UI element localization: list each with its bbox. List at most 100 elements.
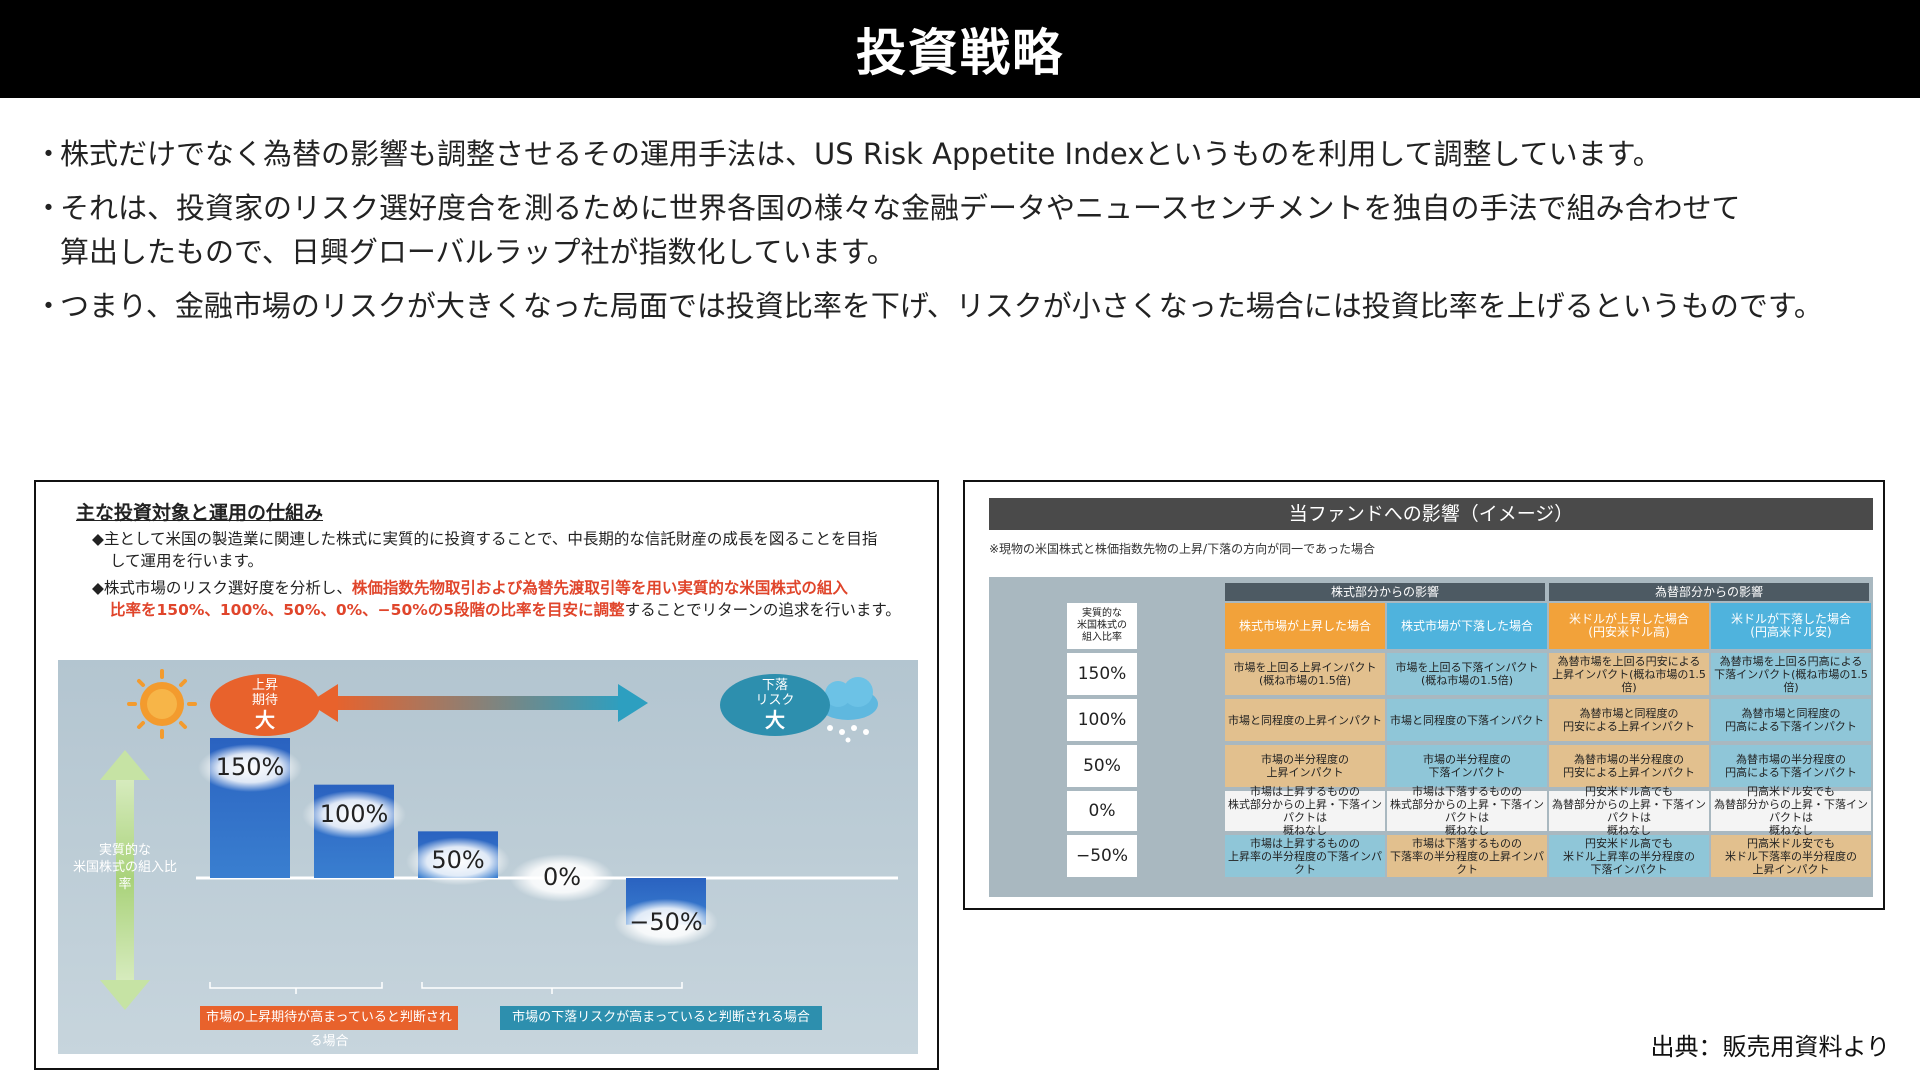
bars-group [198,738,718,947]
cell-text-line: 株式部分からの上昇・下落インパクトは [1390,798,1544,824]
impact-cell: 為替市場を上回る円安による上昇インパクト(概ね市場の1.5倍) [1549,653,1709,695]
bullet-text: 算出したもので、日興グローバルラップ社が指数化しています。 [60,235,896,269]
source-note: 出典：販売用資料より [1650,1033,1890,1061]
sun-icon [127,669,197,739]
bracket-lines [209,982,683,994]
cell-text-line: 米ドルが上昇した場合 [1568,612,1689,626]
cell-text-line: 市場は下落するものの [1412,836,1522,850]
impact-table-note: ※現物の米国株式と株価指数先物の上昇/下落の方向が同一であった場合 [989,542,1375,556]
cell-text-line: 下落率の半分程度の上昇インパクト [1390,849,1544,876]
impact-cell: 市場は下落するものの株式部分からの上昇・下落インパクトは概ねなし [1387,785,1547,837]
investment-mechanism-panel: 主な投資対象と運用の仕組み ◆主として米国の製造業に関連した株式に実質的に投資す… [34,480,939,1070]
cell-text-line: 概ねなし [1283,824,1327,837]
impact-cell: 為替市場の半分程度の円高による下落インパクト [1711,745,1871,787]
downside-band-label: 市場の下落リスクが高まっていると判断される場合 [500,1006,822,1030]
cell-text-line: 上昇インパクト [1752,862,1830,876]
description-line: 比率を150%、100%、50%、0%、−50%の5段階の比率を目安に調整するこ… [110,599,930,621]
bar-label-glow [614,898,718,947]
cell-text-line: 円安米ドル高でも [1585,836,1673,850]
cell-text-line: 円安による上昇インパクト [1563,720,1695,733]
impact-cell: 市場を上回る上昇インパクト(概ね市場の1.5倍) [1225,653,1385,695]
row-percentage: 100% [1067,699,1137,741]
description-text: ◆株式市場のリスク選好度を分析し、 [92,579,352,597]
cell-text-line: −50% [1075,845,1129,866]
column-header: 米ドルが上昇した場合(円安米ドル高) [1549,603,1709,649]
risk-arrow-right-head [618,684,648,722]
impact-cell: 円高米ドル安でも為替部分からの上昇・下落インパクトは概ねなし [1711,785,1871,837]
cell-text-line: 為替部分からの影響 [1654,584,1763,599]
cell-text-line: 下落インパクト(概ね市場の1.5倍) [1714,667,1868,694]
bullet-item: ・ つまり、金融市場のリスクが大きくなった局面では投資比率を下げ、リスクが小さく… [34,284,1894,328]
cell-text-line: 円安米ドル高でも [1585,785,1673,798]
cell-text-line: 米ドルが下落した場合 [1730,612,1851,626]
bracket-right [421,982,683,994]
vertical-double-arrow [100,750,150,1010]
cell-text-line: 為替部分からの上昇・下落インパクトは [1552,798,1706,824]
highlight-text: 株価指数先物取引および為替先渡取引等を用い実質的な米国株式の組入 [351,579,848,597]
bar-label-glow [198,744,302,792]
cell-text-line: 為替市場を上回る円安による [1557,654,1701,668]
allocation-chart: 上昇 期待 大 下落 リスク 大 実質的な 米国株式の組入比率 150%100%… [58,660,918,1054]
bar-value-label: 150% [215,753,285,781]
cell-text-line: 円高米ドル安でも [1747,785,1835,798]
impact-cell: 市場と同程度の上昇インパクト [1225,699,1385,741]
bar-value-label: 0% [542,863,582,891]
impact-cell: 円安米ドル高でも米ドル上昇率の半分程度の下落インパクト [1549,835,1709,877]
impact-cell: 円高米ドル安でも米ドル下落率の半分程度の上昇インパクト [1711,835,1871,877]
downside-risk-bubble: 下落 リスク 大 [720,674,830,736]
corner-header: 実質的な米国株式の組入比率 [1067,603,1137,649]
cell-text-line: 為替市場を上回る円高による [1719,654,1863,668]
chart-svg [100,669,898,1010]
group-header-stock: 株式部分からの影響 [1225,583,1545,601]
impact-cell: 為替市場を上回る円高による下落インパクト(概ね市場の1.5倍) [1711,653,1871,695]
cell-text-line: (円高米ドル安) [1750,625,1832,639]
impact-cell: 為替市場の半分程度の円安による上昇インパクト [1549,745,1709,787]
impact-cell: 為替市場と同程度の円安による上昇インパクト [1549,699,1709,741]
cell-text-line: 概ねなし [1769,824,1813,837]
cell-text-line: 市場の半分程度の [1423,753,1511,766]
impact-table-grid: 株式部分からの影響 為替部分からの影響実質的な米国株式の組入比率 株式市場が上昇した… [989,577,1873,897]
rain-cloud-icon [818,677,878,743]
bullet-item-continuation: 算出したもので、日興グローバルラップ社が指数化しています。 [34,230,1894,274]
column-header: 株式市場が上昇した場合 [1225,603,1385,649]
cell-text-line: 米国株式の [1077,620,1127,631]
column-header: 株式市場が下落した場合 [1387,603,1547,649]
impact-cell: 市場は下落するものの下落率の半分程度の上昇インパクト [1387,835,1547,877]
bullet-marker: ・ [34,289,64,323]
risk-arrow-shaft [333,696,623,710]
cell-text-line: 下落インパクト [1428,766,1506,779]
impact-cell: 市場は上昇するものの株式部分からの上昇・下落インパクトは概ねなし [1225,785,1385,837]
title-bar: 投資戦略 [0,0,1920,98]
bullet-text: それは、投資家のリスク選好度合を測るために世界各国の様々な金融データやニュースセ… [60,191,1741,225]
cell-text-line: 株式市場が下落した場合 [1400,618,1533,633]
cell-text-line: 上昇インパクト [1266,766,1344,779]
bullet-marker: ・ [34,191,64,225]
cell-text-line: 下落インパクト [1590,862,1668,876]
cell-text-line: 組入比率 [1082,632,1122,643]
cell-text-line: 市場は下落するものの [1412,785,1522,798]
group-header-fx: 為替部分からの影響 [1549,583,1869,601]
cell-text-line: 50% [1083,755,1121,776]
column-header: 米ドルが下落した場合(円高米ドル安) [1711,603,1871,649]
cell-text-line: (概ね市場の1.5倍) [1420,674,1514,687]
bar-label-glow [510,854,614,902]
row-percentage: 150% [1067,653,1137,695]
cell-text-line: 米ドル下落率の半分程度の [1725,849,1857,863]
row-percentage: 0% [1067,791,1137,831]
cell-text-line: 市場を上回る下落インパクト [1395,661,1539,674]
description-line: ◆主として米国の製造業に関連した株式に実質的に投資することで、中長期的な信託財産… [92,530,878,548]
bracket-left [209,982,383,994]
bullet-marker: ・ [34,137,64,171]
risk-arrow [308,684,648,722]
cell-text-line: 円高米ドル安でも [1747,836,1835,850]
cell-text-line: 100% [1077,709,1127,730]
bullet-text: つまり、金融市場のリスクが大きくなった局面では投資比率を下げ、リスクが小さくなっ… [60,289,1823,323]
cell-text-line: 市場は上昇するものの [1250,785,1360,798]
cell-text-line: 円安による上昇インパクト [1563,766,1695,779]
cell-text-line: 米ドル上昇率の半分程度の [1563,849,1695,863]
impact-table: 株式部分からの影響 為替部分からの影響実質的な米国株式の組入比率 株式市場が上昇した… [989,577,1873,897]
cell-text-line: 為替部分からの上昇・下落インパクトは [1714,798,1868,824]
cell-text-line: 市場を上回る上昇インパクト [1233,661,1377,674]
cell-text-line: 為替市場の半分程度の [1735,753,1846,766]
bar-value-label: −50% [629,907,703,936]
